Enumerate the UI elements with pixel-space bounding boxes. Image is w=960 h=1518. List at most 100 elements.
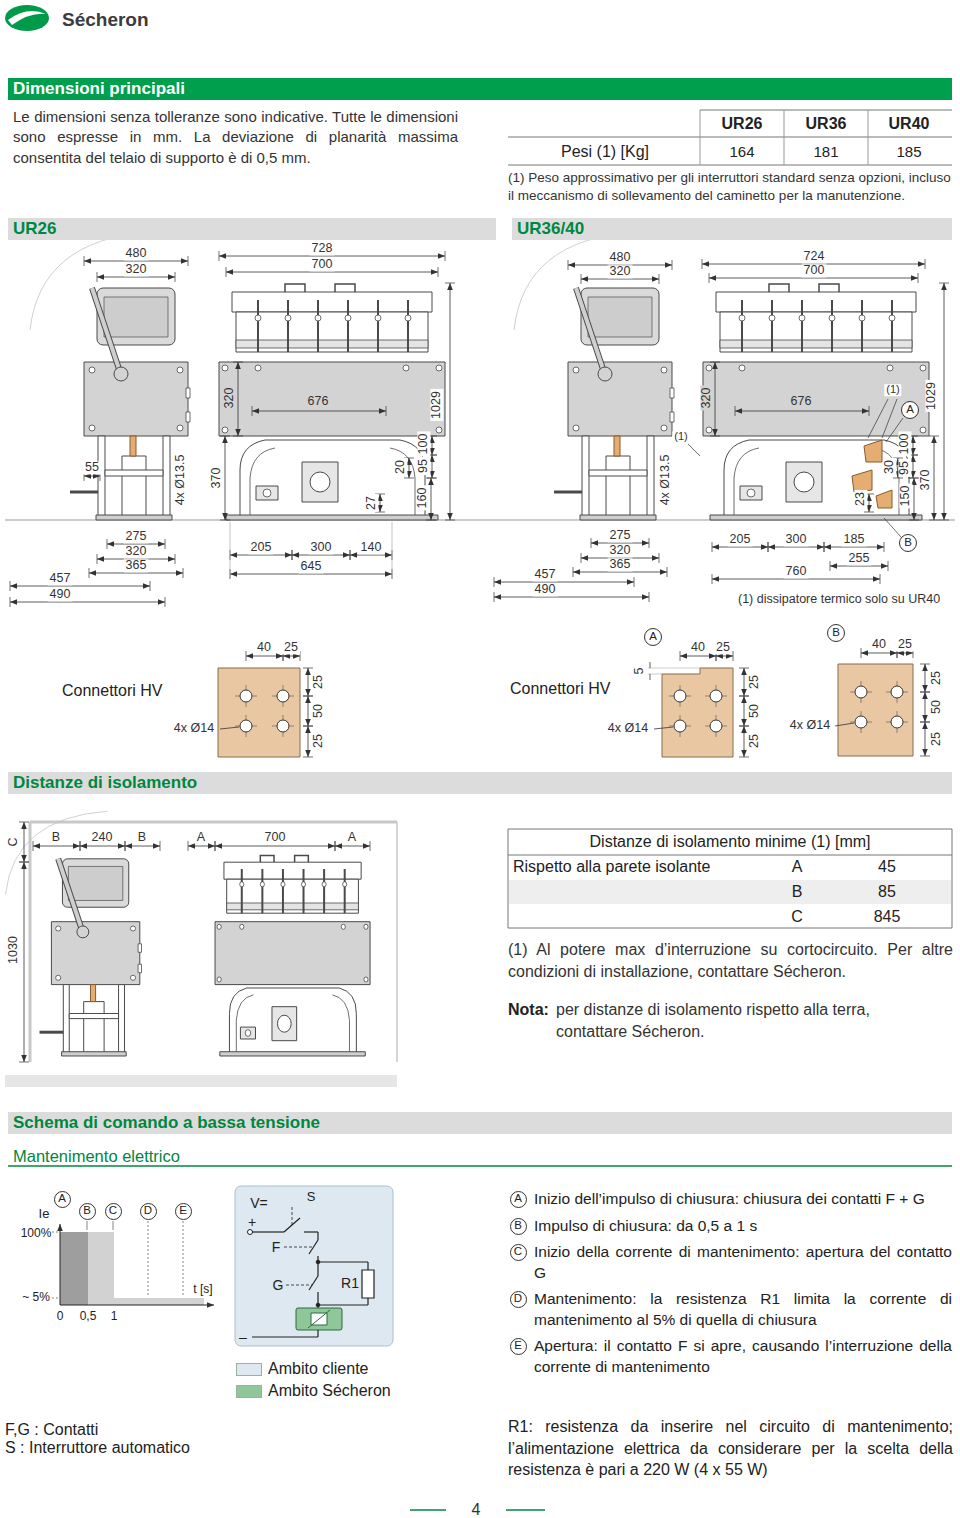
pole-frame	[236, 312, 428, 352]
callout-letter: A	[514, 1193, 522, 1205]
extension-line	[97, 554, 98, 564]
pole-pin	[889, 315, 895, 321]
coil-symbol	[296, 1308, 342, 1330]
circuit-label: R1	[341, 1276, 359, 1291]
dimension-value: 150	[899, 484, 912, 509]
leader-line	[835, 723, 854, 726]
wire	[317, 1330, 318, 1337]
bolt-hole	[240, 720, 252, 732]
key-note: S : Interruttore automatico	[5, 1437, 190, 1459]
dimension-value: 95	[417, 457, 430, 475]
extension-line	[739, 696, 749, 697]
bolt	[364, 924, 368, 929]
dimension-value: 1030	[7, 934, 20, 966]
extension-line	[89, 568, 90, 578]
auxiliary	[256, 486, 278, 500]
extension-line	[404, 478, 414, 479]
contact-g	[309, 1276, 318, 1290]
bolt-hole	[855, 716, 867, 728]
callout-letter: B	[83, 1205, 91, 1217]
bolt-hole	[710, 720, 722, 732]
wire	[318, 1304, 368, 1305]
lever	[554, 491, 582, 494]
extension-line	[426, 520, 436, 521]
auxiliary	[240, 1027, 255, 1039]
auxiliary-pin	[263, 489, 271, 497]
bracket	[670, 412, 674, 422]
dimension-value: 300	[784, 533, 809, 546]
leader-line	[882, 399, 897, 438]
extension-line	[581, 553, 582, 563]
dimension-line	[431, 478, 432, 520]
dimension-value: B	[136, 831, 148, 844]
dimension-line	[308, 696, 309, 726]
dimension-line	[432, 455, 433, 478]
extension-line	[573, 567, 574, 577]
dimension-value: 25	[930, 730, 943, 748]
extension-line	[19, 862, 29, 863]
leader-line	[884, 518, 901, 537]
insulating-wall	[30, 821, 397, 824]
table-cell: Pesi (1) [Kg]	[561, 144, 649, 161]
lift-rod	[92, 288, 120, 372]
dimension-value: 320	[124, 263, 149, 276]
extension-line	[19, 1062, 29, 1063]
dimension-line	[913, 436, 914, 455]
pole-rod	[344, 869, 346, 913]
extension-line	[739, 696, 749, 697]
circuit-label: –	[239, 1330, 247, 1345]
housing	[51, 922, 139, 985]
extension-line	[183, 568, 184, 578]
busbar-plate	[838, 664, 913, 756]
arch	[236, 995, 253, 1056]
contact-actuator	[284, 1247, 312, 1248]
callout-letter: A	[58, 1193, 66, 1205]
dimension-value: 25	[748, 673, 761, 691]
extension-line	[80, 841, 81, 851]
dimension-line	[292, 555, 350, 556]
pole-pin	[405, 315, 411, 321]
dimension-value: 255	[847, 552, 872, 565]
dimension-value: C	[7, 835, 20, 848]
leader-line	[220, 727, 239, 729]
frame-leg	[119, 985, 125, 1055]
dimension-value: 490	[48, 588, 73, 601]
dimension-value: 50	[748, 702, 761, 720]
extension-line	[188, 841, 189, 851]
extension-line	[739, 726, 749, 727]
pole-pin	[739, 315, 745, 321]
table-cell: C	[791, 909, 803, 926]
extension-line	[292, 550, 293, 560]
footnote: (1) Peso approssimativo per gli interrut…	[508, 169, 954, 205]
extension-line	[233, 436, 243, 437]
housing	[215, 922, 370, 985]
bracket	[670, 388, 674, 398]
extension-line	[84, 256, 85, 266]
handle	[335, 284, 355, 292]
motor-shaft	[794, 472, 814, 492]
bolt	[436, 427, 442, 433]
dimension-line	[768, 547, 824, 548]
dimension-line	[944, 283, 945, 520]
extension-line	[160, 841, 161, 851]
dimension-line	[24, 822, 25, 862]
extension-line	[220, 520, 230, 521]
breaker-actuator	[292, 1206, 293, 1225]
extension-line	[768, 542, 769, 552]
section-title: Distanze di isolamento	[13, 773, 197, 792]
lower-body	[240, 440, 425, 520]
auxiliary-pin	[747, 489, 755, 497]
dimension-line	[925, 722, 926, 756]
dimension-value: 760	[784, 565, 809, 578]
extension-line	[659, 274, 660, 284]
resistor-note: R1: resistenza da inserire nel circuito …	[508, 1416, 953, 1481]
leader-line	[868, 399, 888, 438]
bolt	[177, 367, 183, 373]
dimension-line	[716, 656, 733, 657]
motor-shaft	[277, 1015, 291, 1032]
extension-line	[649, 538, 650, 548]
dimension-line	[335, 846, 370, 847]
dimension-line	[219, 256, 445, 257]
callout-letter: A	[649, 631, 657, 643]
